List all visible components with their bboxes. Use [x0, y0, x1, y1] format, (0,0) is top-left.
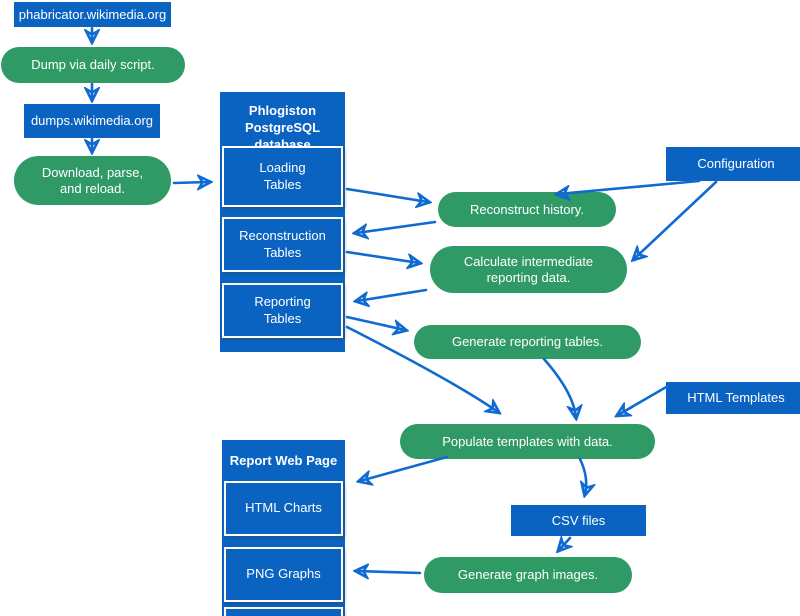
process-dump-via-daily-script: Dump via daily script. [1, 47, 185, 83]
process-populate-templates: Populate templates with data. [400, 424, 655, 459]
arrow-csv-to-generate-graphs [559, 538, 570, 550]
process-generate-graph-images: Generate graph images. [424, 557, 632, 593]
node-dumps-wikimedia: dumps.wikimedia.org [24, 104, 160, 138]
arrow-generate-tables-to-populate [542, 357, 576, 417]
arrow-download-to-loading-tables [172, 182, 209, 183]
process-calculate-intermediate: Calculate intermediate reporting data. [430, 246, 627, 293]
node-report-partial-box [224, 607, 343, 616]
process-generate-reporting-tables: Generate reporting tables. [414, 325, 641, 359]
node-reporting-tables: Reporting Tables [222, 283, 343, 338]
arrow-configuration-to-calculate [634, 180, 718, 259]
arrow-loading-to-reconstruct [345, 187, 428, 202]
node-png-graphs: PNG Graphs [224, 547, 343, 602]
arrow-reconstruct-to-reconstruction-tables [356, 220, 437, 233]
report-group-title: Report Web Page [229, 453, 338, 468]
node-loading-tables: Loading Tables [222, 146, 343, 207]
arrow-calculate-to-reporting-tables [357, 288, 428, 301]
arrow-populate-to-html-charts [360, 455, 449, 481]
node-csv-files: CSV files [511, 505, 646, 536]
process-download-parse-reload: Download, parse, and reload. [14, 156, 171, 205]
node-configuration: Configuration [666, 147, 800, 181]
arrow-reporting-to-generate-tables [345, 315, 405, 330]
arrow-populate-to-csv [578, 457, 586, 494]
node-phabricator: phabricator.wikimedia.org [14, 2, 171, 27]
node-html-charts: HTML Charts [224, 481, 343, 536]
node-reconstruction-tables: Reconstruction Tables [222, 217, 343, 272]
arrow-reconstruction-to-calculate [345, 250, 419, 263]
arrow-generate-graphs-to-png [357, 571, 422, 573]
node-html-templates: HTML Templates [666, 382, 800, 414]
group-phlogiston-database: Phlogiston PostgreSQL database Loading T… [220, 92, 345, 352]
arrow-templates-to-populate [618, 384, 670, 415]
process-reconstruct-history: Reconstruct history. [438, 192, 616, 227]
group-report-web-page: Report Web Page HTML Charts PNG Graphs [222, 440, 345, 616]
